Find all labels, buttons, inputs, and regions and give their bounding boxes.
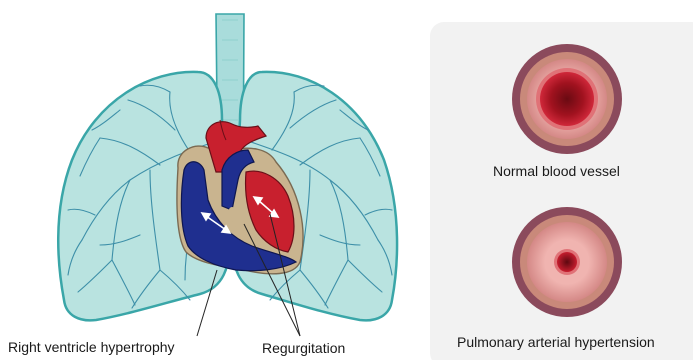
pah-vessel-label: Pulmonary arterial hypertension [457, 334, 655, 350]
normal-vessel-cross-section [512, 44, 622, 154]
pah-vessel-cross-section [512, 207, 622, 317]
normal-vessel-label: Normal blood vessel [493, 163, 620, 179]
regurgitation-label: Regurgitation [262, 340, 345, 356]
rv-hypertrophy-label: Right ventricle hypertrophy [8, 339, 175, 355]
